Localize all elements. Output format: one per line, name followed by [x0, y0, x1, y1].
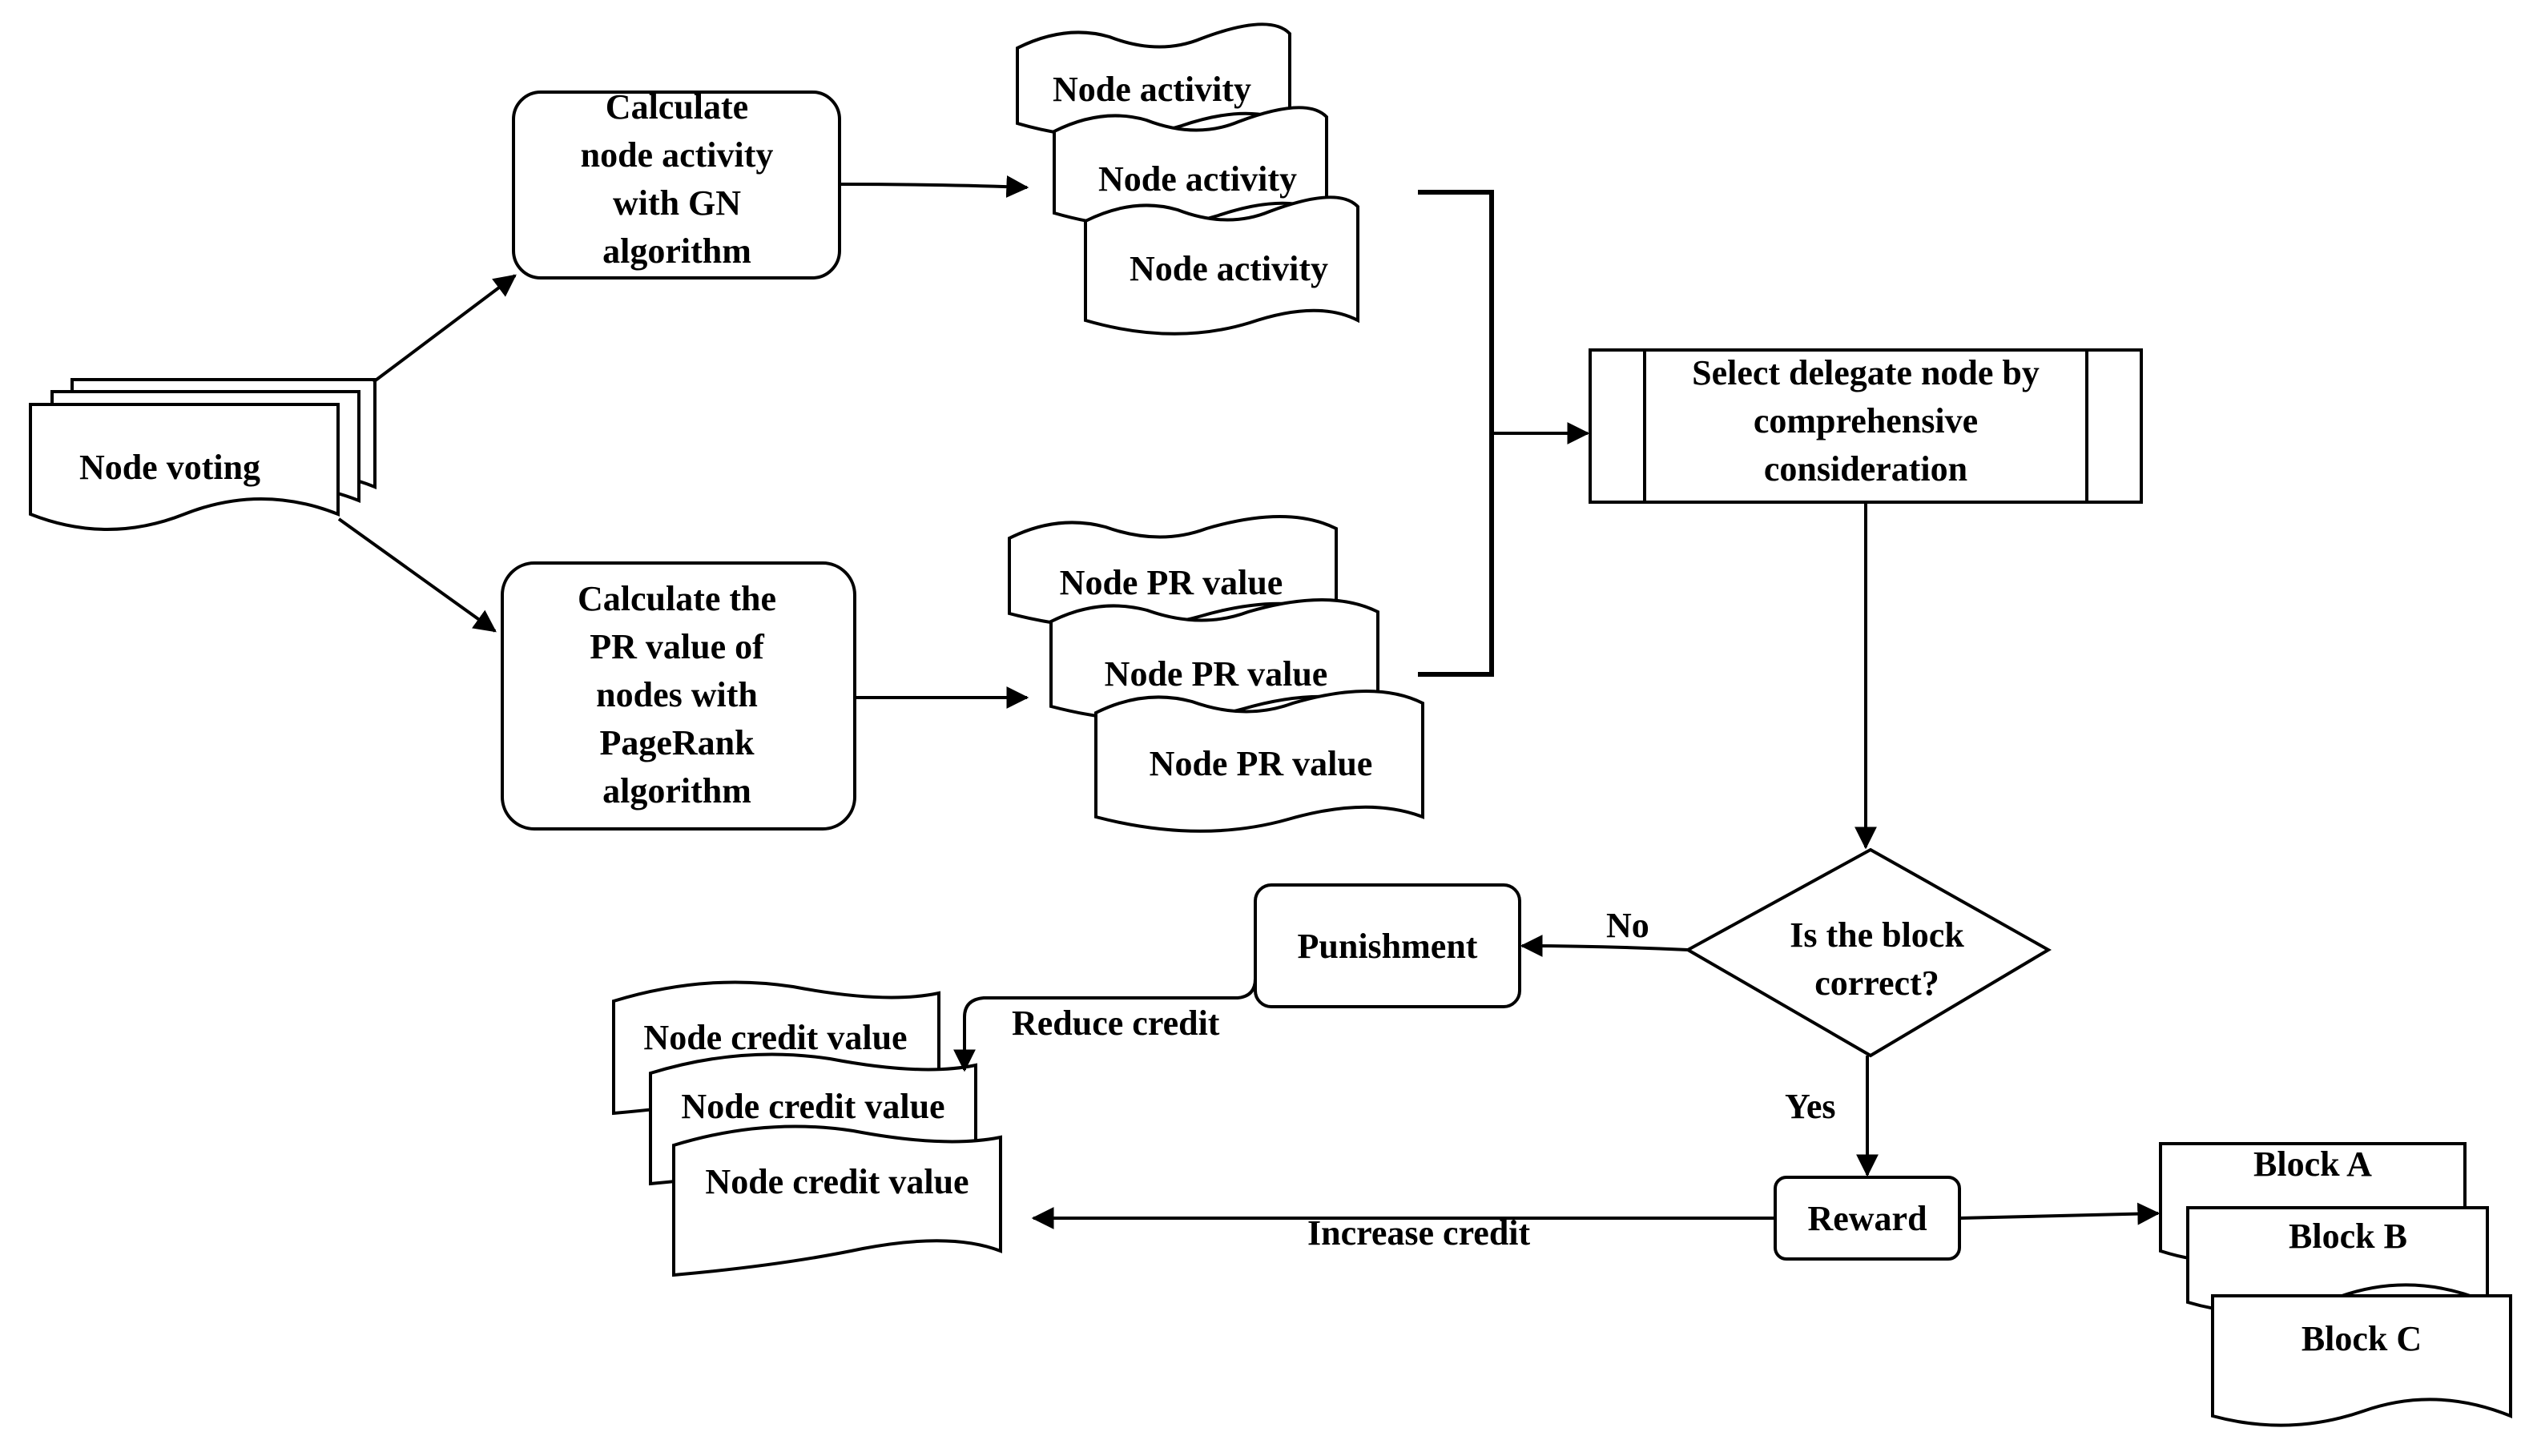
edge-label-increase-credit: Increase credit — [1307, 1213, 1531, 1253]
node-activity-document-stack: Node activity Node activity Node activit… — [1016, 22, 1359, 336]
calc-pr-line-4: PageRank — [599, 723, 755, 762]
arrow-activity-calc-to-docs — [839, 175, 1029, 198]
node-voting-document-stack: Node voting — [29, 378, 377, 531]
edge-label-yes: Yes — [1785, 1087, 1836, 1126]
node-pr-value-document-stack: Node PR value Node PR value Node PR valu… — [1008, 515, 1424, 833]
punishment-process: Punishment — [1254, 883, 1521, 1008]
node-credit-value-document-stack: Node credit value Node credit value Node… — [612, 980, 1002, 1277]
reward-process: Reward — [1774, 1176, 1961, 1261]
calc-activity-line-2: node activity — [581, 135, 774, 175]
node-activity-label-3: Node activity — [1130, 249, 1328, 288]
arrow-voting-to-pr — [337, 517, 497, 633]
node-pr-label-3: Node PR value — [1150, 744, 1373, 783]
credit-label-3: Node credit value — [705, 1162, 969, 1201]
calculate-activity-process: Calculate node activity with GN algorith… — [512, 87, 841, 280]
arrow-voting-to-activity — [372, 274, 517, 384]
select-delegate-line-1: Select delegate node by — [1692, 353, 2040, 392]
block-b-label: Block B — [2289, 1217, 2407, 1256]
arrow-decision-to-punishment — [1520, 935, 1689, 958]
calc-activity-line-4: algorithm — [602, 231, 751, 271]
select-delegate-line-2: comprehensive — [1754, 401, 1978, 440]
block-correct-decision: Is the block correct? — [1684, 847, 2052, 1058]
credit-label-2: Node credit value — [681, 1087, 944, 1126]
calc-activity-line-1: Calculate — [606, 87, 748, 127]
edge-label-no: No — [1606, 906, 1649, 945]
calc-pr-line-1: Calculate the — [578, 579, 776, 618]
merge-bracket — [1418, 190, 1494, 677]
calc-pr-line-3: nodes with — [596, 675, 758, 714]
calc-pr-line-2: PR value of — [590, 627, 765, 666]
node-activity-label-2: Node activity — [1098, 159, 1297, 199]
node-pr-label-2: Node PR value — [1105, 654, 1328, 694]
calculate-pr-process: Calculate the PR value of nodes with Pag… — [501, 561, 856, 831]
calc-pr-line-5: algorithm — [602, 771, 751, 810]
calc-activity-line-3: with GN — [613, 183, 741, 223]
arrow-punishment-to-credit — [953, 978, 1257, 1072]
block-c-label: Block C — [2302, 1319, 2422, 1358]
credit-label-1: Node credit value — [643, 1018, 907, 1057]
node-voting-label: Node voting — [79, 448, 260, 487]
decision-line-2: correct? — [1814, 963, 1939, 1003]
select-delegate-line-3: consideration — [1764, 449, 1967, 489]
node-pr-label-1: Node PR value — [1060, 563, 1283, 602]
reward-label: Reward — [1807, 1199, 1927, 1238]
select-delegate-process: Select delegate node by comprehensive co… — [1589, 348, 2143, 504]
punishment-label: Punishment — [1298, 927, 1478, 966]
node-activity-label-1: Node activity — [1053, 70, 1251, 109]
block-document-stack: Block A Block B Block C — [2159, 1142, 2512, 1427]
decision-line-1: Is the block — [1790, 915, 1964, 955]
block-a-label: Block A — [2253, 1144, 2372, 1184]
arrow-reward-to-blocks — [1959, 1202, 2161, 1225]
edge-label-reduce-credit: Reduce credit — [1012, 1004, 1220, 1043]
